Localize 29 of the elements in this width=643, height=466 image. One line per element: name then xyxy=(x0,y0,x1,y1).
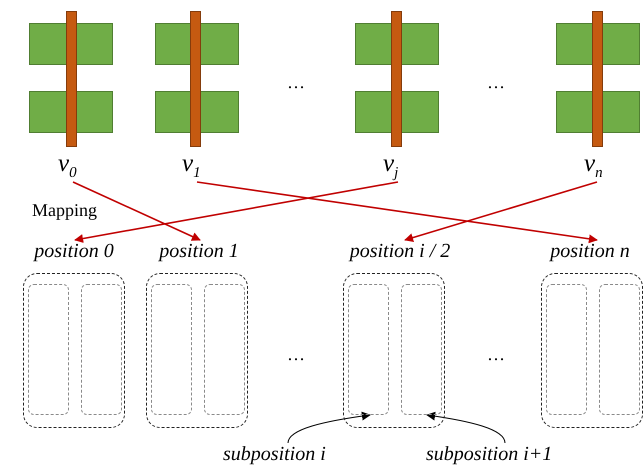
dashed-slot xyxy=(151,284,192,415)
variable-label: v$_{n}$ xyxy=(584,151,603,183)
dashed-slot xyxy=(81,284,122,415)
leader-line xyxy=(288,412,371,444)
dashed-slot xyxy=(348,284,389,415)
dashed-slot xyxy=(28,284,69,415)
dashed-slot xyxy=(546,284,587,415)
leader-line xyxy=(426,412,506,444)
variable-label: v$_{j}$ xyxy=(383,151,398,183)
dashed-slot xyxy=(204,284,245,415)
mapping-arrow xyxy=(404,181,598,242)
subposition-label: subposition i xyxy=(223,443,326,465)
variable-label: v$_{1}$ xyxy=(182,151,201,183)
dashed-slot xyxy=(401,284,442,415)
mapping-label: Mapping xyxy=(32,200,97,220)
position-heading: position n xyxy=(550,240,630,262)
ellipsis: … xyxy=(487,344,505,364)
mapping-arrow xyxy=(196,181,598,244)
subposition-label: subposition i+1 xyxy=(426,443,552,465)
ellipsis: … xyxy=(287,72,305,92)
mapping-arrow xyxy=(74,181,398,243)
position-heading: position i / 2 xyxy=(350,240,450,262)
ellipsis: … xyxy=(487,72,505,92)
position-heading: position 0 xyxy=(34,240,114,262)
position-heading: position 1 xyxy=(159,240,239,262)
dashed-slot xyxy=(599,284,640,415)
mapping-arrow xyxy=(72,181,201,241)
ellipsis: … xyxy=(287,344,305,364)
variable-label: v$_{0}$ xyxy=(58,151,77,183)
